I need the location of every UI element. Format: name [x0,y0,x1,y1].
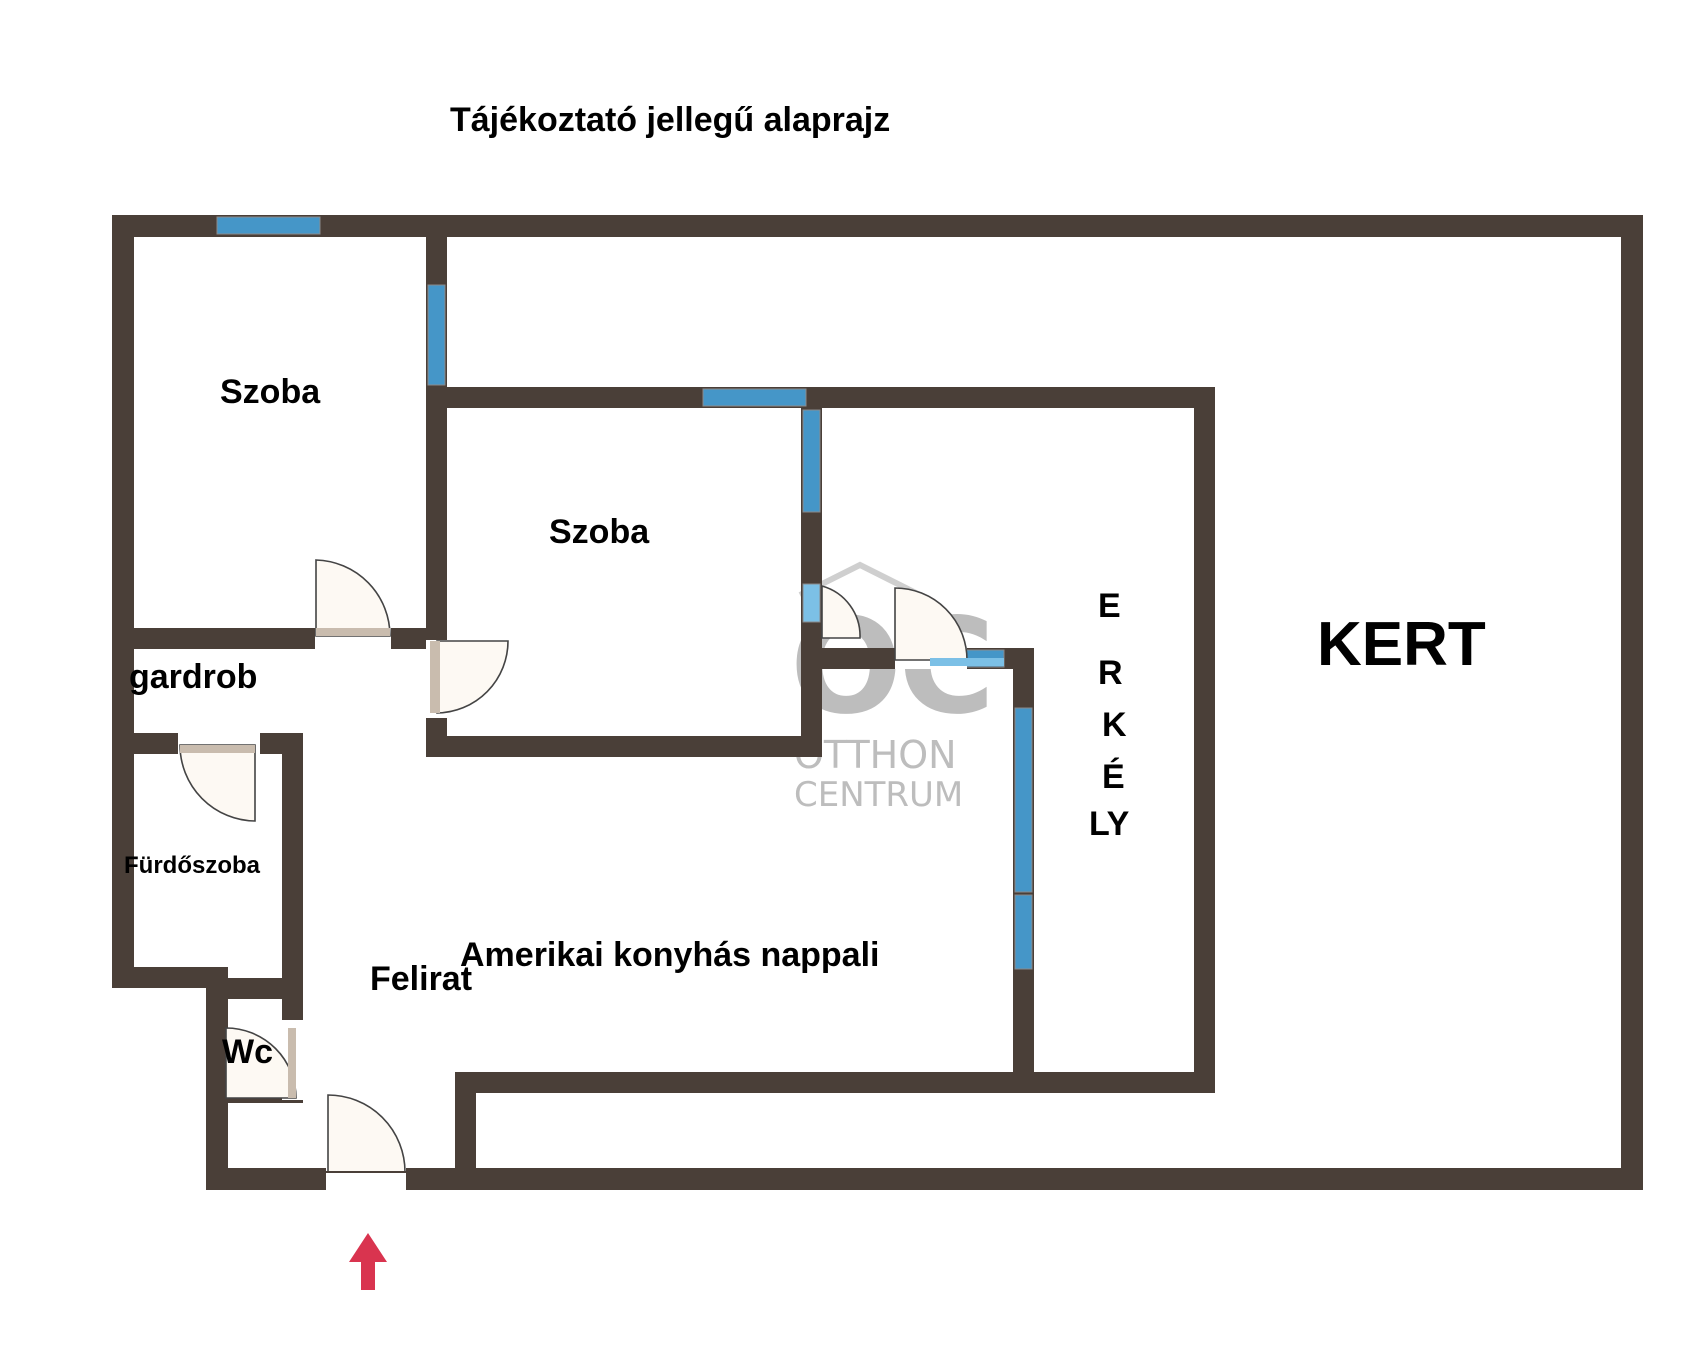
window-icon [1014,707,1033,893]
room-label-szoba-1: Szoba [220,373,321,411]
door-opening [326,1168,406,1190]
bath-wall-right [282,733,303,1103]
window-icon [427,284,446,386]
room-label-furdoszoba: Fürdőszoba [124,852,261,879]
door-swing-icon [821,584,861,639]
room-label-felirat: Felirat [370,960,472,998]
room-label-szoba-2: Szoba [549,513,650,551]
erkely-letter: K [1102,706,1127,744]
entrance-arrow-icon [349,1233,387,1290]
room-label-wc: Wc [222,1033,273,1071]
terrace-wall-bottom [455,1072,1215,1093]
door-leaf [316,628,390,636]
door-swing-icon [894,587,968,661]
wall-left-step-horizontal [112,967,227,988]
door-swing-icon [315,559,391,637]
outer-wall-right [1621,215,1643,1190]
watermark-line2: CENTRUM [794,775,963,815]
window-icon [802,583,821,623]
door-leaf [930,658,1004,666]
window-icon [216,216,321,235]
erkely-letter: LY [1089,805,1130,843]
window-icon [702,388,807,407]
door-swing-icon [436,640,509,714]
plan-title: Tájékoztató jellegű alaprajz [450,101,890,139]
wc-wall-top [206,978,303,999]
outer-wall-left-upper [112,215,134,988]
outer-wall-top [112,215,1643,237]
door-swing-icon [179,744,256,822]
terrace-wall-right [1194,387,1215,1093]
terrace-wall-top [437,387,1214,408]
room-label-nappali: Amerikai konyhás nappali [460,936,880,974]
window-icon [802,409,821,513]
erkely-letter: É [1102,758,1125,796]
balcony-label: E R K É LY [1089,587,1130,843]
inner-wall-step-vertical [455,1072,476,1178]
room-label-gardrob: gardrob [129,658,257,696]
door-swing-icon [327,1094,406,1173]
outer-wall-left-lower [206,967,228,1190]
room1-wall-bottom [112,628,447,649]
door-leaf [430,641,440,713]
outer-wall-bottom [206,1168,1643,1190]
window-icon [1014,894,1033,970]
door-leaf [288,1028,296,1098]
room-label-kert: KERT [1317,610,1486,679]
erkely-letter: E [1098,587,1121,625]
doors [178,559,1004,1190]
room2-wall-bottom [426,736,822,757]
erkely-letter: R [1098,654,1123,692]
door-leaf [180,745,255,753]
walls [112,215,1643,1190]
